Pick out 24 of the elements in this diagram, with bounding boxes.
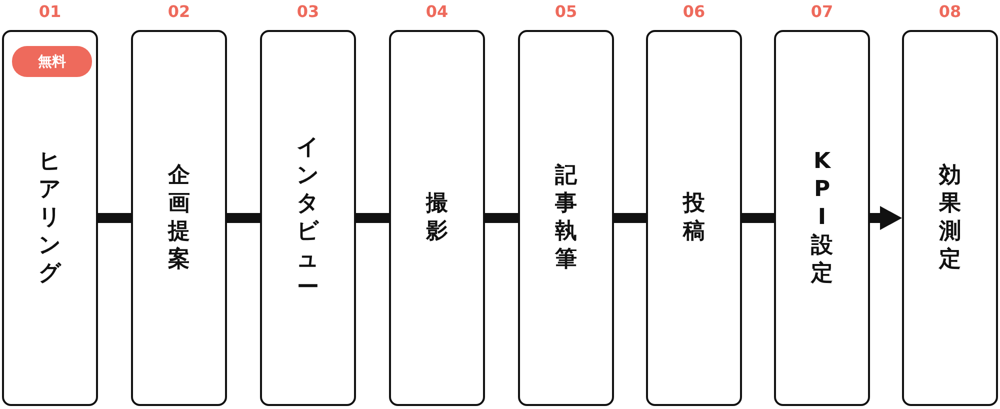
- step-label: 記事執筆: [554, 162, 578, 274]
- step-label: インタビュー: [296, 134, 320, 302]
- step-label: 効果測定: [938, 162, 962, 274]
- step-number: 03: [296, 2, 320, 21]
- connector-line: [227, 213, 260, 223]
- connector-line: [356, 213, 389, 223]
- step-number: 07: [810, 2, 834, 21]
- step-label: KPI設定: [810, 148, 834, 288]
- step-number: 01: [38, 2, 62, 21]
- step-number: 08: [938, 2, 962, 21]
- connector-line: [485, 213, 518, 223]
- free-badge: 無料: [12, 46, 92, 77]
- step-number: 06: [682, 2, 706, 21]
- step-number: 05: [554, 2, 578, 21]
- step-label: 撮影: [425, 190, 449, 246]
- step-label: 投稿: [682, 190, 706, 246]
- step-number: 02: [166, 2, 192, 21]
- connector-line: [614, 213, 646, 223]
- connector-line: [742, 213, 774, 223]
- arrow: [870, 206, 902, 230]
- step-label: ヒアリング: [38, 148, 62, 288]
- connector-line: [98, 213, 131, 223]
- step-label: 企画提案: [167, 162, 191, 274]
- step-number: 04: [424, 2, 450, 21]
